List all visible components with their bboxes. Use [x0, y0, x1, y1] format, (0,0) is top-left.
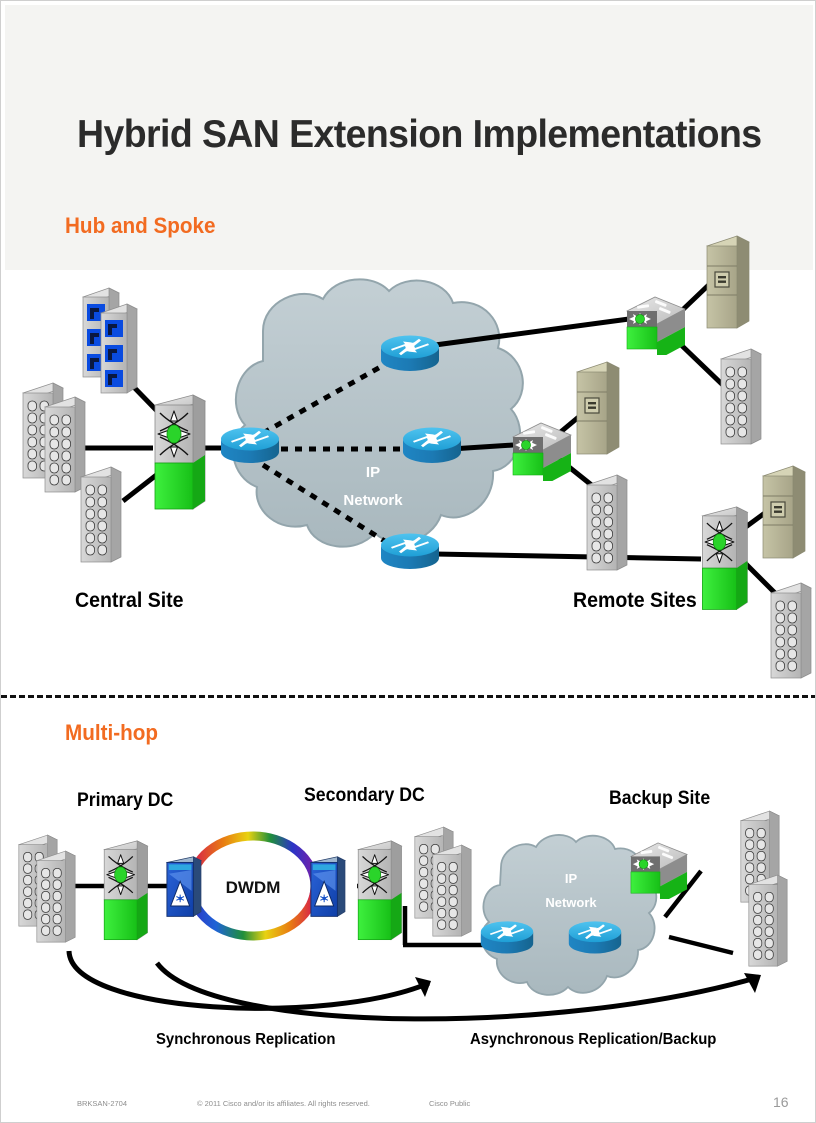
router-backup-east [568, 921, 622, 954]
footer-page-number: 16 [773, 1094, 789, 1110]
central-site-storage-lower [80, 466, 122, 563]
ip-spoke-links [261, 358, 409, 548]
secondary-dc-group [310, 826, 472, 941]
central-site-servers [82, 287, 138, 394]
router-edge-west [221, 427, 279, 463]
caption-remote-sites: Remote Sites [573, 589, 697, 612]
caption-primary-dc: Primary DC [77, 790, 174, 811]
multi-hop-diagram: DWDM IP Network [18, 810, 788, 1022]
caption-central-site: Central Site [75, 589, 184, 612]
router-core-center [403, 427, 461, 463]
ip-cloud-label-line2: Network [343, 492, 403, 509]
remote-site-middle [512, 361, 628, 571]
dwdm-label: DWDM [226, 878, 281, 897]
caption-backup-site: Backup Site [609, 788, 711, 809]
header-band [5, 5, 813, 270]
remote-site-top [626, 235, 762, 445]
central-site-director-switch [154, 394, 206, 510]
replication-arcs [66, 950, 760, 1022]
central-site-storage [22, 382, 86, 493]
ip-cloud-label-line1: IP [366, 464, 380, 481]
footer-copyright: © 2011 Cisco and/or its affiliates. All … [197, 1099, 370, 1108]
section-label-multi-hop: Multi-hop [65, 720, 159, 745]
footer-session-code: BRKSAN-2704 [77, 1099, 128, 1108]
primary-dc-group [18, 834, 202, 943]
caption-asynchronous-replication: Asynchronous Replication/Backup [470, 1031, 717, 1048]
router-core-north [381, 335, 439, 371]
caption-synchronous-replication: Synchronous Replication [156, 1031, 336, 1048]
section-divider [1, 695, 815, 698]
ip-cloud-shape-bottom [480, 834, 658, 996]
page-title: Hybrid SAN Extension Implementations [77, 113, 762, 156]
section-label-hub-and-spoke: Hub and Spoke [65, 213, 216, 238]
ip-cloud-shape [232, 278, 524, 548]
router-backup-west [480, 921, 534, 954]
router-core-south [381, 533, 439, 569]
caption-secondary-dc: Secondary DC [304, 785, 425, 806]
footer-classification: Cisco Public [429, 1099, 471, 1108]
hub-and-spoke-diagram: IP Network [22, 235, 812, 679]
replication-arrowheads [415, 973, 761, 997]
ip-cloud-label-bottom-line2: Network [545, 895, 597, 910]
dwdm-ring: DWDM [186, 831, 320, 941]
backup-site-group [630, 810, 788, 967]
ip-cloud-label-bottom-line1: IP [565, 871, 578, 886]
